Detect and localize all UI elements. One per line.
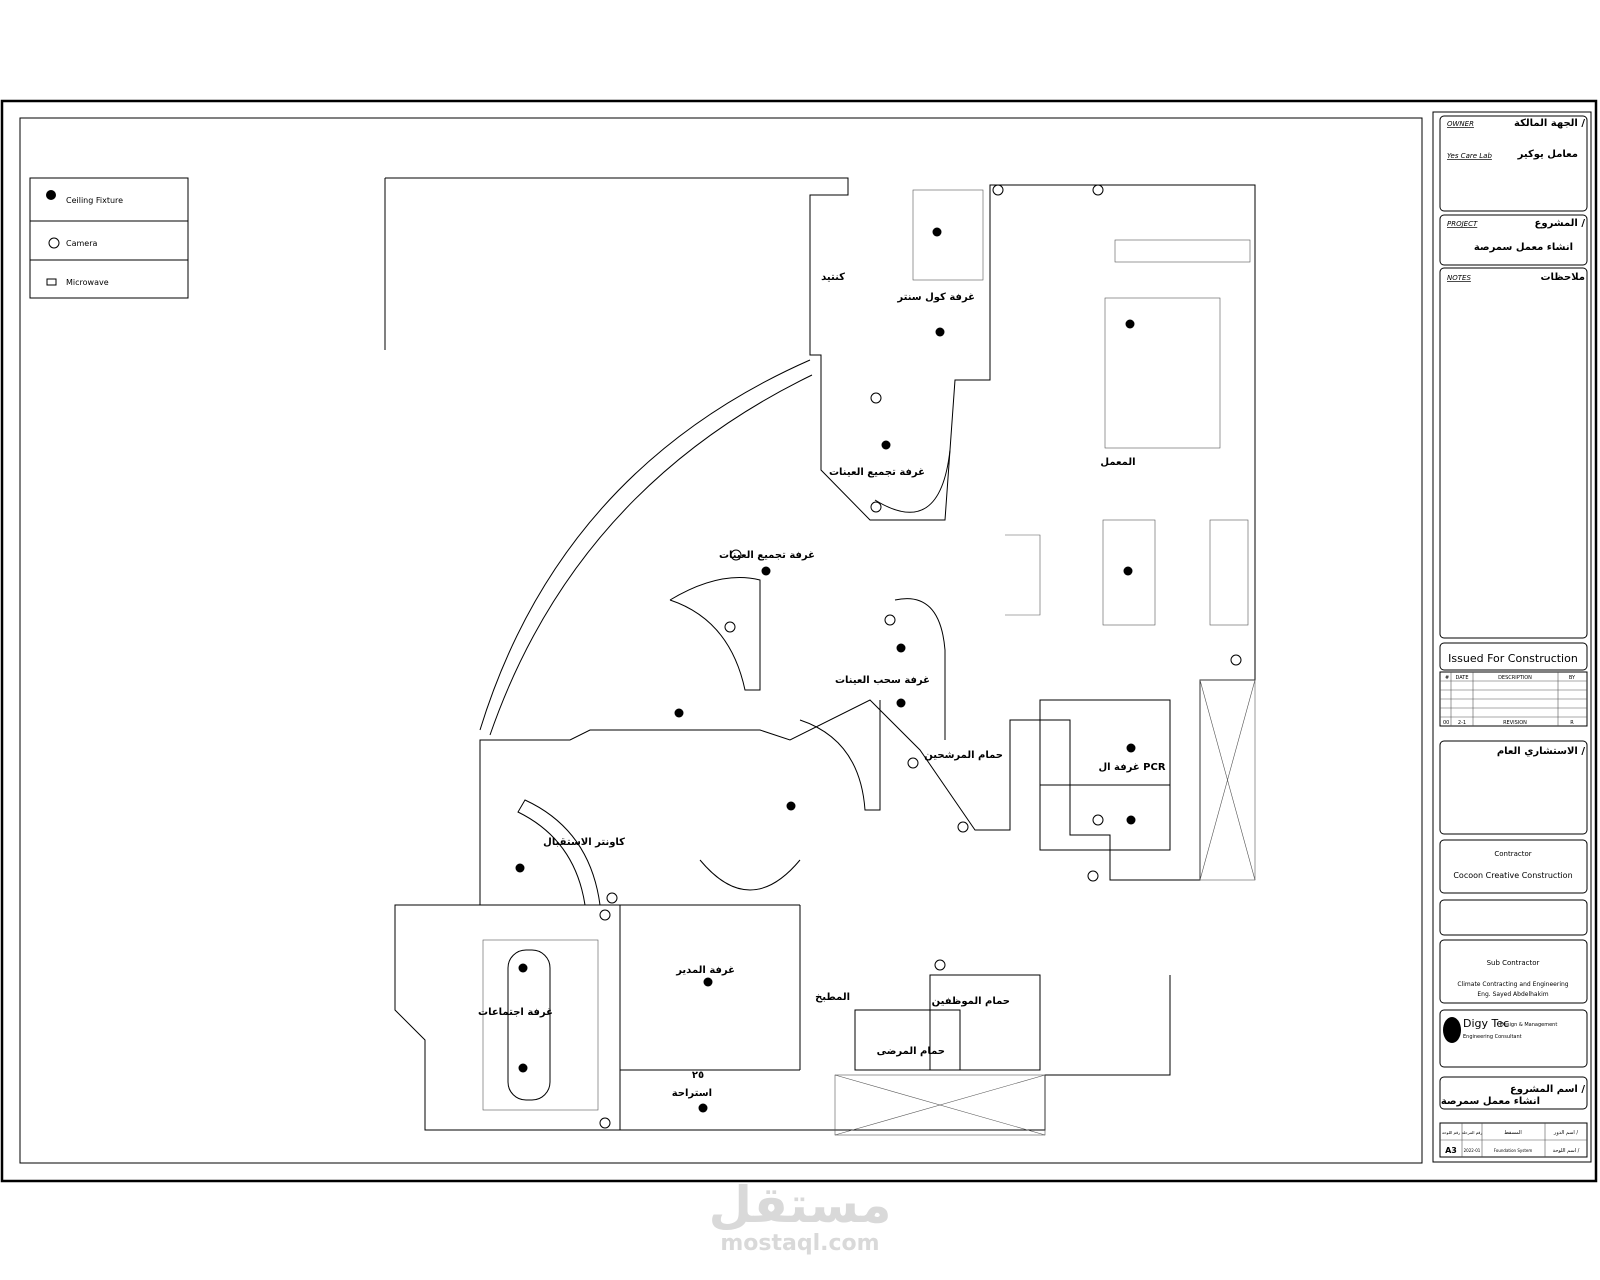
project-name-value: انشاء معمل سمرصة: [1441, 1096, 1540, 1107]
issued-for-construction: Issued For Construction: [1448, 652, 1578, 665]
owner-label-en: OWNER: [1447, 120, 1474, 128]
subcontractor-value-2: Eng. Sayed Abdelhakim: [1477, 991, 1548, 998]
designer-logo-icon: [1443, 1017, 1461, 1043]
room-closet: كنتيد: [821, 272, 845, 283]
watermark-url: mostaql.com: [720, 1231, 879, 1256]
contractor-label: Contractor: [1494, 850, 1531, 858]
room-staff-wc: حمام الموظفين: [932, 996, 1010, 1007]
ceiling-fixtures: [515, 227, 1136, 1113]
sheet-info-table: رقم اللوحة رقم المرحلة المسقط اسم الدور …: [1439, 1122, 1588, 1158]
phase-number: 2022-01: [1464, 1148, 1481, 1153]
room-pcr: غرفة ال PCR: [1098, 762, 1165, 773]
legend-label: Camera: [66, 239, 97, 248]
footer-header: المسقط: [1504, 1130, 1522, 1136]
room-trainee-wc: حمام المرشحين: [924, 750, 1003, 761]
owner-value-ar: معامل يوكير: [1517, 149, 1578, 160]
room-sample-drawing: غرفة سحب العينات: [835, 675, 930, 686]
designer-name: Digy Tec: [1463, 1017, 1509, 1030]
rev-header: DESCRIPTION: [1498, 675, 1532, 681]
notes-label-en: NOTES: [1447, 274, 1471, 282]
room-kitchen: المطبخ: [815, 992, 850, 1003]
footer-header: رقم اللوحة: [1442, 1130, 1460, 1135]
outer-frame: [0, 99, 1598, 1183]
notes-label-ar: ملاحظات: [1540, 272, 1585, 283]
room-sample-collection-2: غرفة تجميع العينات: [719, 550, 815, 561]
room-rest: استراحة: [672, 1088, 712, 1099]
footer-header: اسم الدور /: [1553, 1130, 1578, 1136]
sheet-number: A3: [1445, 1146, 1457, 1155]
project-label-ar: المشروع /: [1535, 218, 1586, 229]
rev-cell: 2-1: [1458, 720, 1466, 726]
drawing-frame: [19, 117, 1423, 1164]
room-sample-collection-1: غرفة تجميع العينات: [829, 467, 925, 478]
room-rest-number: ٢٥: [692, 1070, 704, 1081]
rev-cell: REVISION: [1503, 720, 1527, 726]
sheet-name: اسم اللوحة /: [1553, 1148, 1580, 1154]
room-patient-wc: حمام المرضى: [877, 1046, 945, 1057]
revision-table: # DATE DESCRIPTION BY 00 2-1 REVISION R: [1439, 671, 1588, 727]
legend-label: Ceiling Fixture: [66, 196, 123, 205]
room-reception: كاونتر الاستقبال: [543, 837, 625, 848]
legend-label: Microwave: [66, 278, 109, 287]
project-label-en: PROJECT: [1447, 220, 1478, 228]
drawing-name: Foundation System: [1494, 1148, 1533, 1153]
project-value: انشاء معمل سمرصة: [1474, 242, 1573, 253]
walls: [384, 177, 1256, 1136]
subcontractor-value: Climate Contracting and Engineering: [1457, 981, 1568, 988]
consultant-label: الاستشاري العام /: [1497, 746, 1586, 757]
title-block-frame: [1432, 111, 1592, 1163]
footer-header: رقم المرحلة: [1462, 1130, 1483, 1135]
rev-header: DATE: [1455, 675, 1468, 681]
subcontractor-label: Sub Contractor: [1487, 959, 1540, 967]
cameras: [599, 184, 1242, 1129]
rev-cell: 00: [1443, 720, 1449, 726]
contractor-value: Cocoon Creative Construction: [1453, 871, 1572, 880]
watermark-logo: مستقل: [709, 1176, 892, 1234]
rev-cell: R: [1570, 720, 1574, 726]
owner-value-en: Yes Care Lab: [1447, 152, 1492, 160]
microwave-icon: [46, 278, 57, 286]
room-meeting: غرفة اجتماعات: [478, 1007, 553, 1018]
room-manager: غرفة المدير: [675, 965, 735, 976]
legend: Ceiling Fixture Camera Microwave: [29, 177, 189, 299]
ceiling-fixture-icon: [46, 190, 56, 200]
rev-header: BY: [1569, 675, 1576, 681]
title-block: الجهة المالكة / OWNER Yes Care Lab معامل…: [1439, 115, 1588, 1158]
camera-icon: [48, 237, 60, 249]
room-lab: المعمل: [1100, 457, 1135, 468]
room-cool-center: غرفة كول سنتر: [896, 292, 975, 303]
owner-label-ar: الجهة المالكة /: [1514, 118, 1585, 129]
room-labels: غرفة كول سنتر كنتيد المعمل غرفة تجميع ال…: [478, 272, 1166, 1099]
designer-sub: Design & Management: [1500, 1022, 1557, 1028]
rev-header: #: [1445, 675, 1449, 681]
designer-line: Engineering Consultant: [1463, 1034, 1522, 1040]
project-name-label: اسم المشروع /: [1510, 1084, 1585, 1095]
